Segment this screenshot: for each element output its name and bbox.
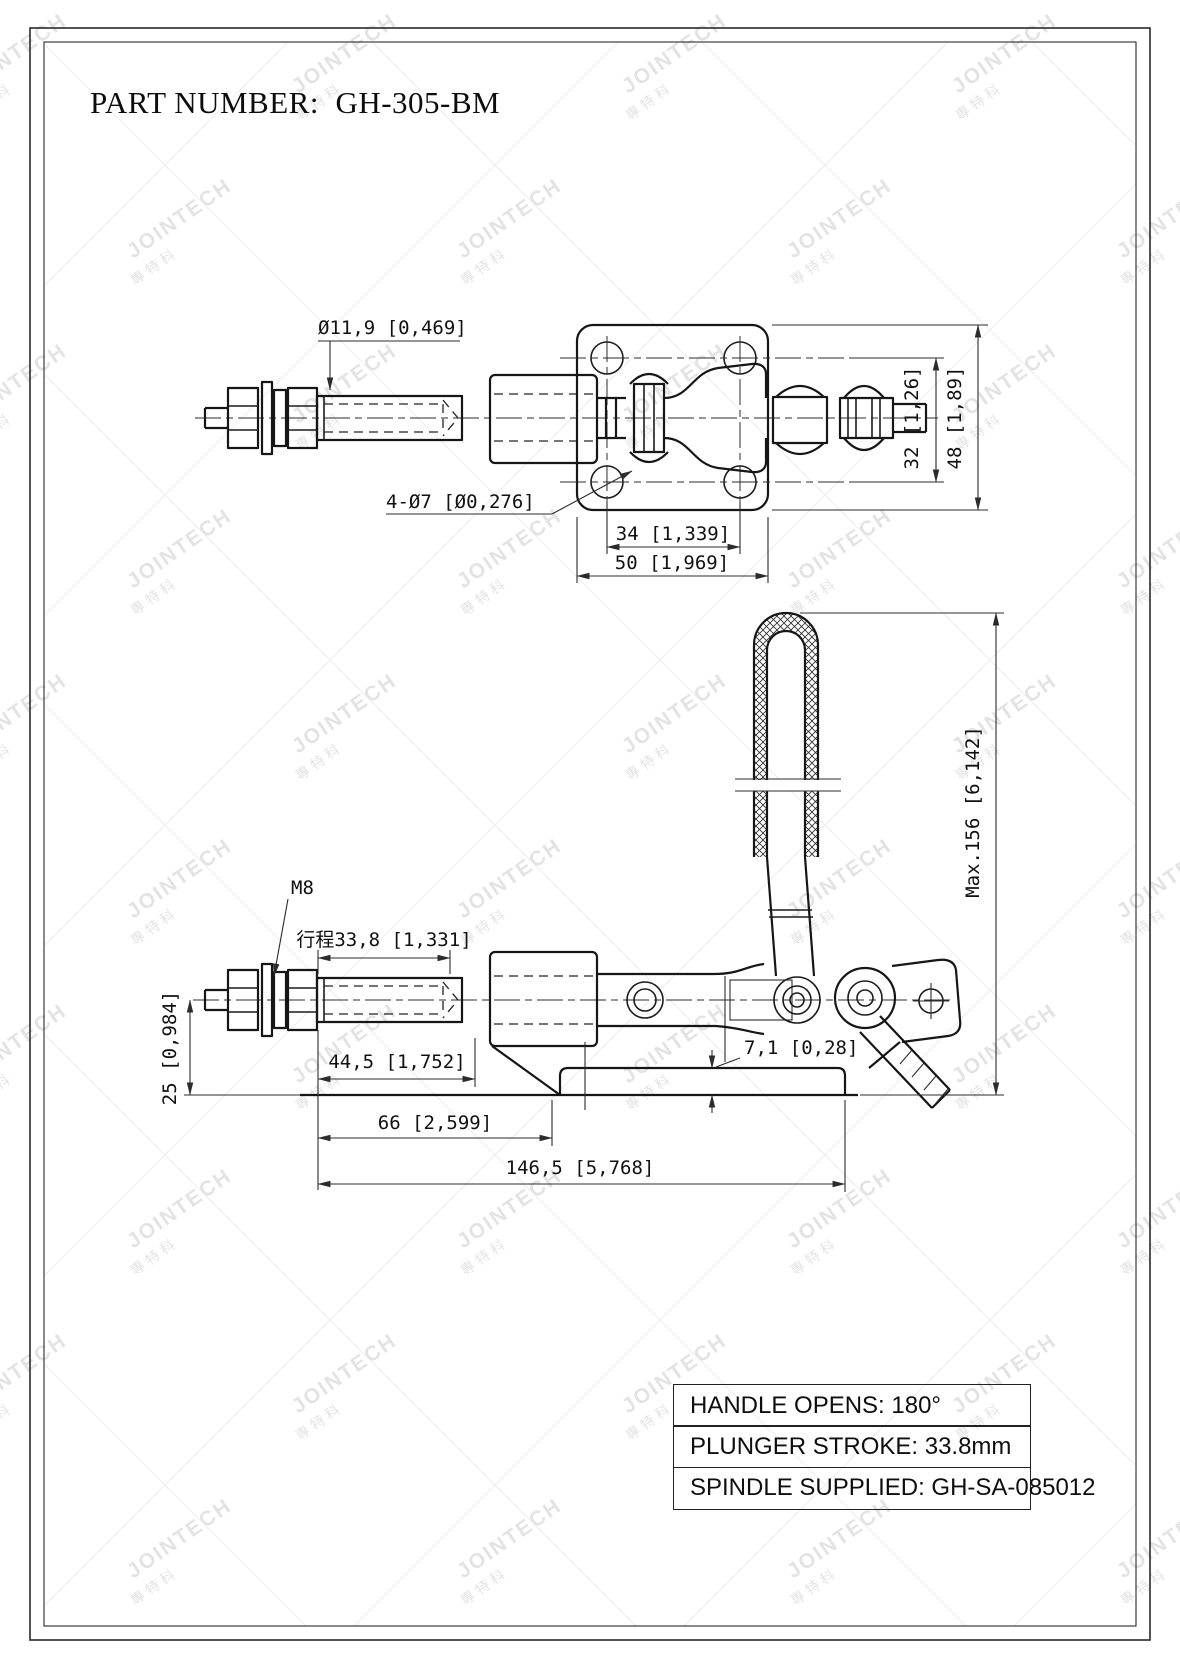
page-title: PART NUMBER: GH-305-BM bbox=[90, 85, 500, 120]
svg-text:66 [2,599]: 66 [2,599] bbox=[378, 1112, 492, 1134]
spec-row-spindle-supplied: SPINDLE SUPPLIED: GH-SA-085012 bbox=[673, 1466, 1096, 1510]
svg-text:M8: M8 bbox=[291, 877, 314, 899]
svg-text:48 [1,89]: 48 [1,89] bbox=[944, 367, 966, 470]
spec-row-handle-opens: HANDLE OPENS: 180° bbox=[673, 1384, 1031, 1427]
dim-clevis-span: 32 [1,26] bbox=[852, 357, 944, 483]
svg-text:7,1 [0,28]: 7,1 [0,28] bbox=[744, 1037, 858, 1059]
dim-hole-spacing: 34 [1,339] bbox=[606, 502, 741, 554]
dim-axis-height: 25 [0,984] bbox=[159, 991, 300, 1105]
sheet-frame bbox=[29, 27, 1151, 1641]
svg-text:4-Ø7 [Ø0,276]: 4-Ø7 [Ø0,276] bbox=[386, 491, 535, 513]
top-view: Ø11,9 [0,469] 4-Ø7 [Ø0,276] 34 [1,339] 5… bbox=[195, 317, 988, 583]
svg-text:146,5 [5,768]: 146,5 [5,768] bbox=[506, 1157, 655, 1179]
lattice-background bbox=[45, 43, 1135, 1626]
dim-plunger-length: 44,5 [1,752] bbox=[317, 1030, 476, 1190]
svg-text:Max.156 [6,142]: Max.156 [6,142] bbox=[962, 726, 984, 898]
svg-text:25 [0,984]: 25 [0,984] bbox=[159, 991, 181, 1105]
dim-overall-length: 146,5 [5,768] bbox=[317, 1100, 846, 1192]
dim-flange-height: 48 [1,89] bbox=[772, 324, 988, 511]
dim-max-height: Max.156 [6,142] bbox=[800, 612, 1004, 1096]
svg-text:32 [1,26]: 32 [1,26] bbox=[901, 367, 923, 470]
side-view: M8 行程33,8 [1,331] 25 [0,984] 44,5 [1,752… bbox=[159, 611, 1004, 1192]
dim-base-thickness: 7,1 [0,28] bbox=[708, 1037, 858, 1113]
dim-flange-width: 50 [1,969] bbox=[576, 517, 769, 583]
svg-text:34 [1,339]: 34 [1,339] bbox=[616, 523, 730, 545]
svg-text:Ø11,9 [0,469]: Ø11,9 [0,469] bbox=[318, 317, 467, 339]
svg-text:50 [1,969]: 50 [1,969] bbox=[615, 552, 729, 574]
svg-text:44,5 [1,752]: 44,5 [1,752] bbox=[328, 1051, 465, 1073]
dim-stroke: 行程33,8 [1,331] bbox=[296, 929, 472, 974]
svg-text:行程33,8 [1,331]: 行程33,8 [1,331] bbox=[296, 929, 471, 951]
dim-body-length: 66 [2,599] bbox=[317, 1100, 553, 1146]
spec-row-plunger-stroke: PLUNGER STROKE: 33.8mm bbox=[673, 1425, 1031, 1469]
dim-mounting-holes: 4-Ø7 [Ø0,276] bbox=[386, 470, 633, 515]
dim-spindle-diameter: Ø11,9 [0,469] bbox=[318, 317, 467, 391]
spec-table: HANDLE OPENS: 180° PLUNGER STROKE: 33.8m… bbox=[673, 1384, 1096, 1510]
label-thread: M8 bbox=[273, 877, 314, 977]
